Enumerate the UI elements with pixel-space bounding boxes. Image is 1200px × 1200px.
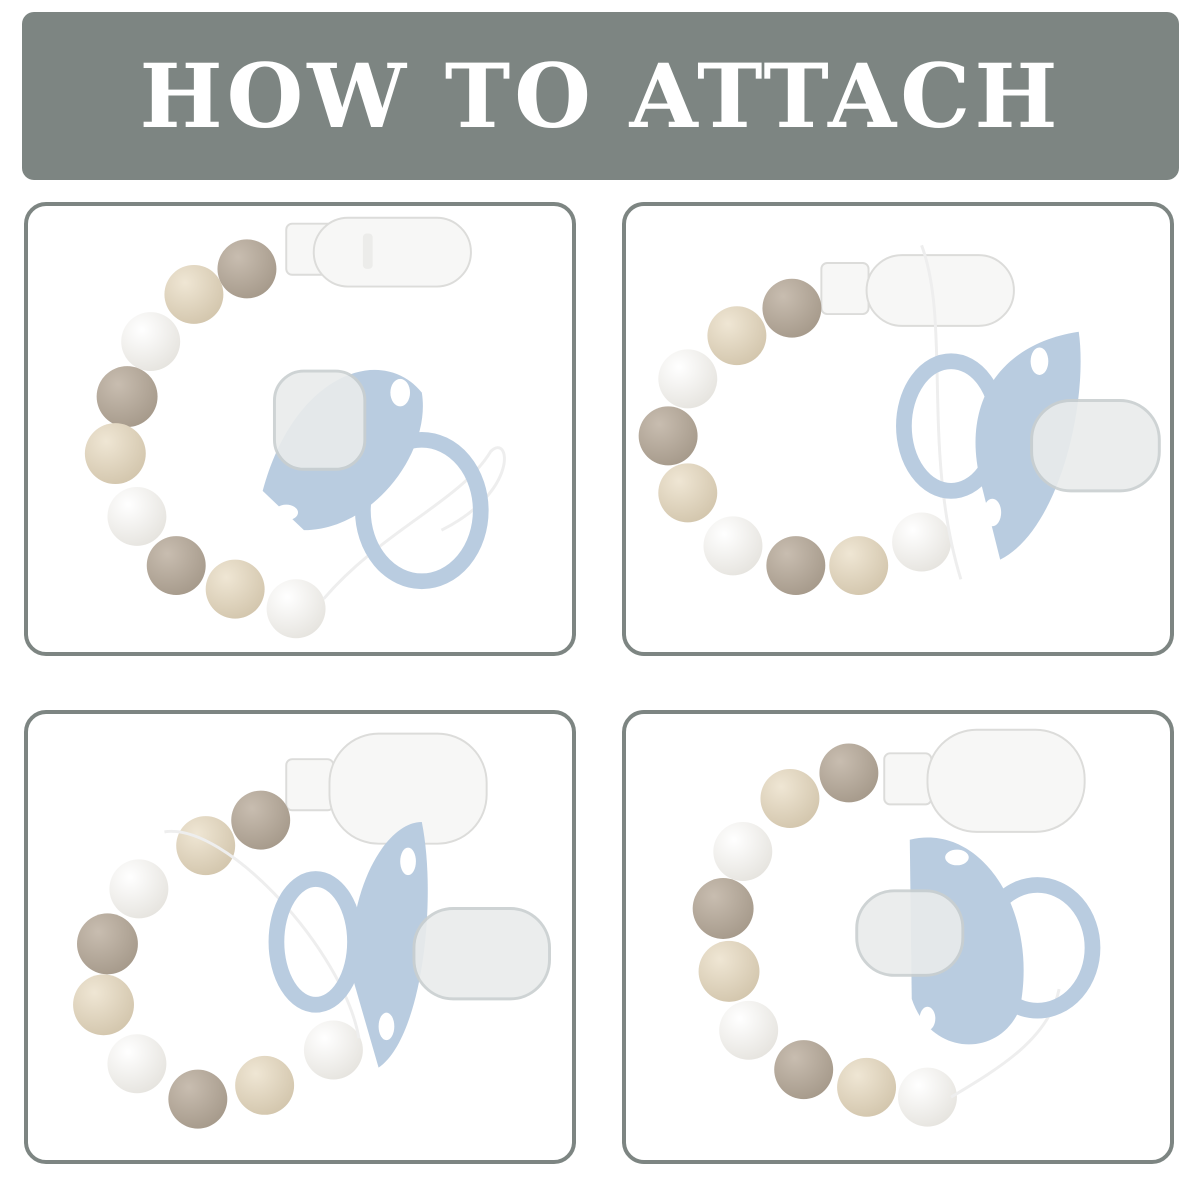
clip-icon (285, 216, 472, 288)
bead-chain (638, 278, 952, 596)
pacifier-clip-step-2-illustration (638, 244, 1161, 596)
clip-icon (285, 732, 488, 845)
pacifier-clip-step-4-illustration (692, 728, 1101, 1127)
clip-icon (883, 728, 1086, 833)
clip-icon (820, 254, 1015, 327)
step-4-panel (622, 710, 1174, 1164)
bead-chain (84, 239, 326, 639)
bead-chain (73, 790, 363, 1129)
bead-chain (692, 743, 957, 1127)
pacifier-clip-step-3-illustration (73, 732, 551, 1129)
pacifier-clip-step-1-illustration (84, 216, 506, 639)
step-2-panel (622, 202, 1174, 656)
page-title: HOW TO ATTACH (139, 44, 1062, 148)
step-1-panel (24, 202, 576, 656)
pacifier-icon (896, 331, 1161, 560)
pacifier-icon (262, 369, 489, 590)
pacifier-icon (855, 837, 1101, 1045)
title-banner: HOW TO ATTACH (22, 12, 1179, 180)
pacifier-icon (268, 822, 551, 1068)
step-3-panel (24, 710, 576, 1164)
